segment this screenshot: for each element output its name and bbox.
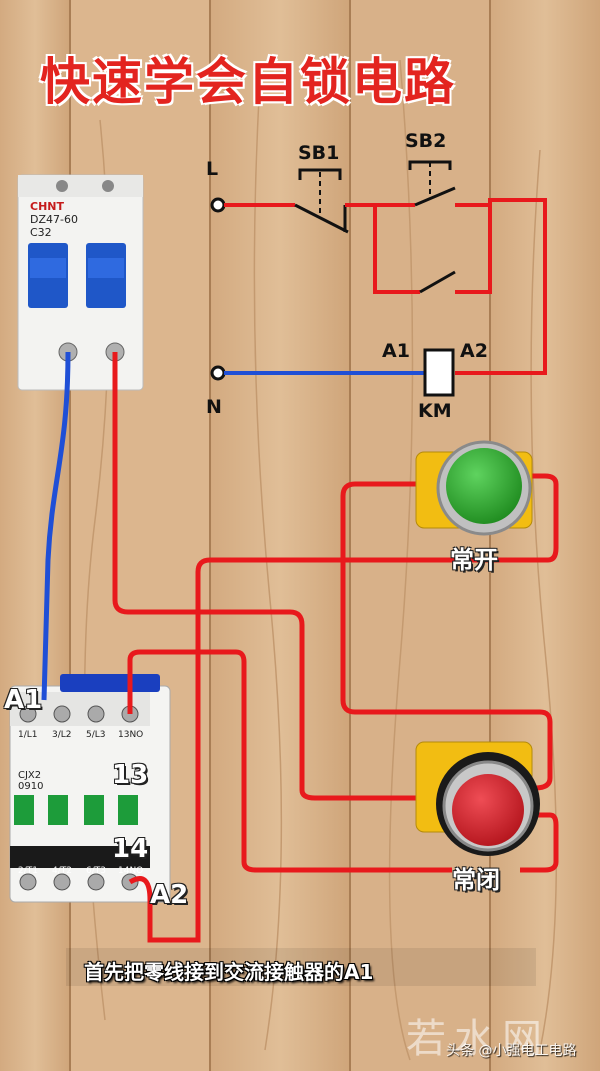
- credit-text: 头条 @小强电工电路: [446, 1043, 577, 1059]
- schematic-label-a2: A2: [460, 340, 488, 362]
- contactor-bottom-label-3: 6/T3: [86, 866, 106, 876]
- sb1-contact: [294, 203, 349, 234]
- schematic-label-sb2: SB2: [405, 130, 447, 152]
- physical-wires: [41, 351, 559, 943]
- schematic-label-a1: A1: [382, 340, 410, 362]
- blue-neutral-wire: [41, 351, 71, 701]
- breaker-brand: CHNT: [30, 200, 64, 213]
- schematic-diagram: [210, 160, 547, 397]
- normally-open-label: 常开: [450, 546, 498, 574]
- holding-branch-wire: [373, 205, 420, 294]
- schematic-label-n: N: [206, 396, 222, 418]
- breaker-rating: C32: [30, 226, 52, 239]
- schematic-label-km: KM: [418, 400, 452, 422]
- contactor-a1-label: A1: [4, 685, 43, 715]
- terminal-l-dot: [210, 197, 226, 213]
- contactor-bottom-label-2: 4/T2: [52, 866, 72, 876]
- contactor-14-label: 14: [112, 834, 149, 864]
- breaker-model: DZ47-60: [30, 213, 78, 226]
- contactor-bottom-label-4: 14NO: [118, 866, 144, 876]
- red-push-button: [415, 741, 540, 856]
- contactor-a2-label: A2: [150, 880, 189, 910]
- ac-contactor: [9, 674, 171, 903]
- contactor-bottom-label-1: 2/T1: [18, 866, 38, 876]
- caption-subtitle: 首先把零线接到交流接触器的A1: [84, 960, 374, 984]
- contactor-top-label-2: 3/L2: [52, 730, 72, 740]
- watermark: 若水网: [406, 1016, 550, 1062]
- page-title: 快速学会自锁电路: [40, 53, 456, 111]
- contactor-top-label-1: 1/L1: [18, 730, 38, 740]
- circuit-breaker: [17, 174, 144, 391]
- terminal-n-dot: [210, 365, 226, 381]
- contactor-13-label: 13: [112, 760, 149, 790]
- red-live-wire: [112, 352, 440, 801]
- contactor-top-label-3: 5/L3: [86, 730, 106, 740]
- schematic-label-sb1: SB1: [298, 142, 340, 164]
- green-push-button: [415, 440, 533, 536]
- contactor-top-label-4: 13NO: [118, 730, 144, 740]
- km-coil: [423, 348, 455, 397]
- schematic-label-l: L: [206, 158, 219, 180]
- normally-closed-label: 常闭: [452, 866, 500, 894]
- contactor-model: CJX2 0910: [18, 770, 44, 792]
- sb2-contact: [414, 186, 456, 207]
